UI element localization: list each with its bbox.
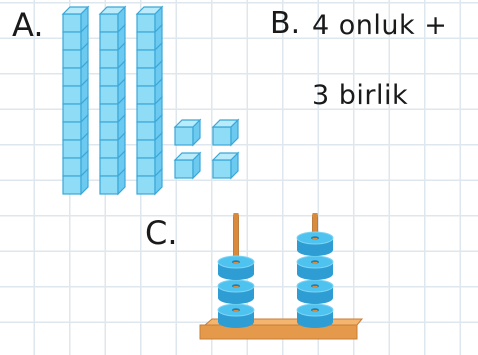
option-b-tens-text: 4 onluk +: [312, 10, 448, 41]
abacus-rod: [217, 213, 255, 328]
abacus-bead: [296, 231, 334, 256]
abacus-bead: [217, 255, 255, 280]
option-a-label: A.: [12, 6, 44, 44]
tens-rod: [61, 5, 90, 196]
option-c-label: C.: [145, 214, 178, 252]
ones-cube: [173, 151, 202, 180]
ones-cube: [173, 118, 202, 147]
abacus-bead: [217, 303, 255, 328]
option-b-ones-text: 3 birlik: [312, 80, 409, 111]
abacus-bead: [296, 303, 334, 328]
ones-cube: [211, 151, 240, 180]
tens-rod: [98, 5, 127, 196]
abacus-bead: [296, 255, 334, 280]
abacus-bead: [217, 279, 255, 304]
abacus-bead: [296, 279, 334, 304]
option-b-label: B.: [270, 6, 301, 41]
abacus-rod: [296, 213, 334, 328]
tens-rod: [135, 5, 164, 196]
ones-cube: [211, 118, 240, 147]
